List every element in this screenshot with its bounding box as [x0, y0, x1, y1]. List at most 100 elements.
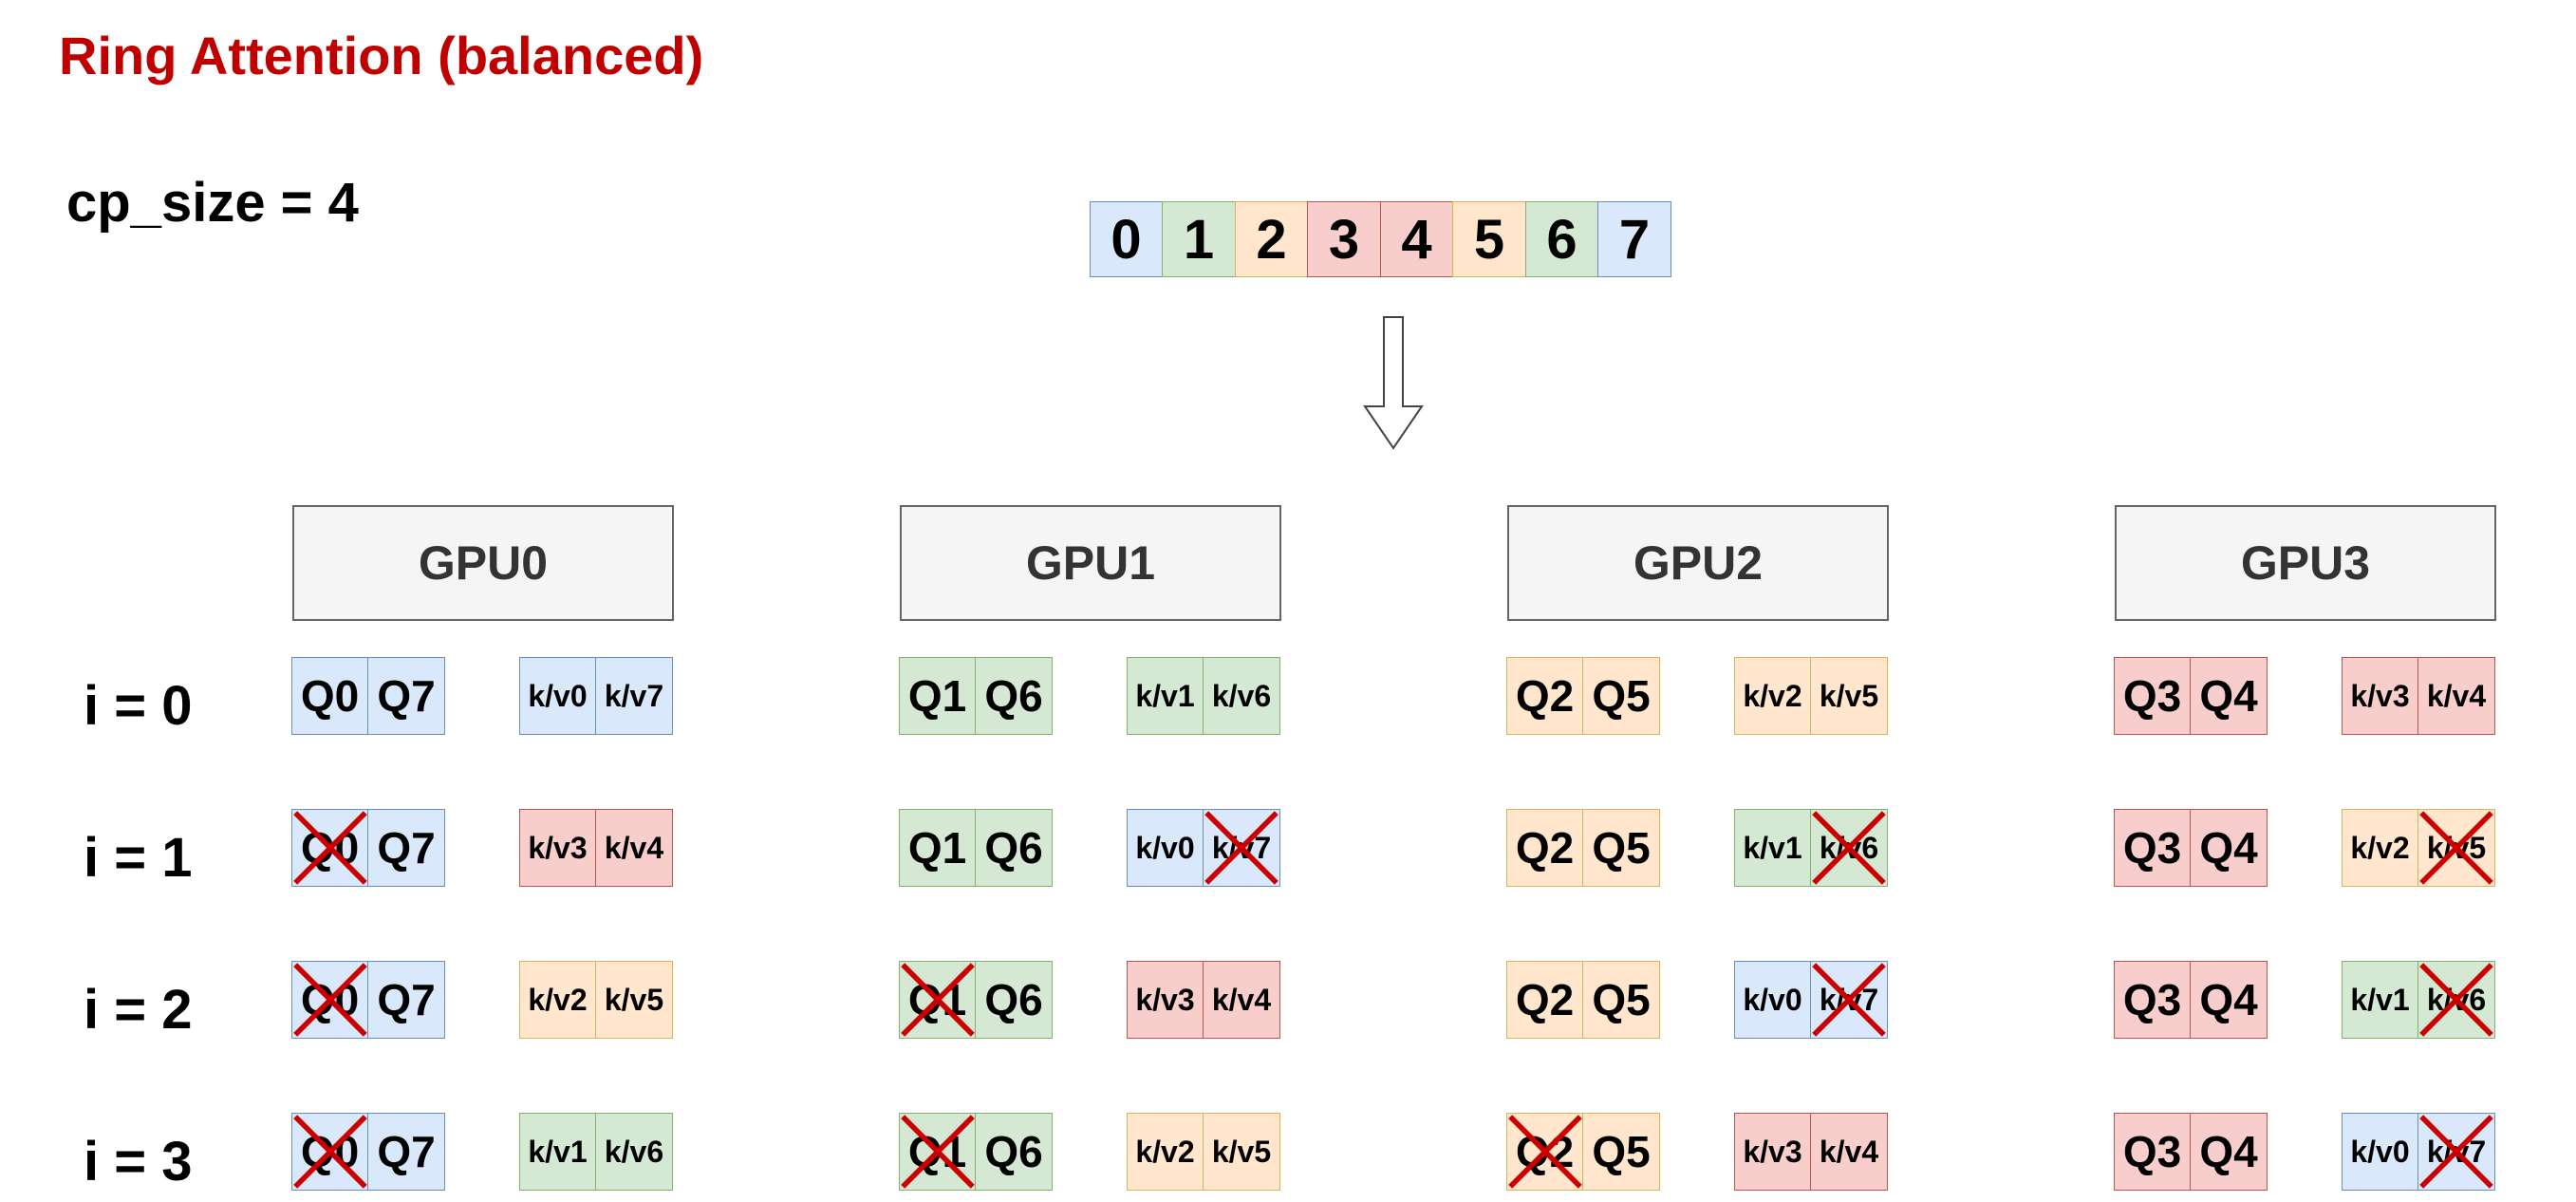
kv-block: k/v3	[518, 809, 597, 887]
block-label: k/v0	[1743, 982, 1802, 1017]
query-block: Q6	[975, 809, 1053, 887]
block-label: k/v2	[1135, 1134, 1195, 1169]
kv-block: k/v1	[518, 1113, 597, 1191]
kv-block-masked: k/v7	[2417, 1113, 2495, 1191]
block-label: k/v6	[2426, 982, 2487, 1017]
kv-block: k/v1	[2341, 961, 2419, 1039]
query-block-masked: Q1	[898, 961, 977, 1039]
kv-pair-gpu3-step0: k/v3 k/v4	[2341, 657, 2495, 735]
diagram-title: Ring Attention (balanced)	[59, 26, 704, 85]
block-label: k/v0	[1135, 830, 1195, 865]
block-label: k/v0	[2350, 1134, 2410, 1169]
block-label: Q3	[2122, 671, 2182, 721]
block-label: k/v4	[1819, 1134, 1879, 1169]
row-label-1: i = 1	[84, 827, 193, 889]
block-label: Q7	[377, 671, 436, 721]
gpu-header-2: GPU2	[1507, 505, 1889, 621]
block-label: k/v4	[604, 830, 664, 865]
block-label: Q6	[984, 671, 1043, 721]
kv-block: k/v7	[595, 657, 673, 735]
block-label: k/v3	[1743, 1134, 1802, 1169]
block-label: k/v4	[1211, 982, 1272, 1017]
block-label: Q1	[907, 975, 967, 1024]
query-block: Q6	[975, 657, 1053, 735]
gpu-header-1: GPU1	[900, 505, 1281, 621]
block-label: k/v1	[1743, 830, 1802, 865]
kv-block: k/v5	[1203, 1113, 1280, 1191]
down-arrow-icon	[1363, 316, 1424, 450]
kv-block: k/v2	[1733, 657, 1812, 735]
block-label: Q4	[2199, 975, 2258, 1024]
q-pair-gpu0-step0: Q0 Q7	[290, 657, 445, 735]
block-label: k/v2	[1743, 678, 1802, 713]
block-label: Q5	[1592, 975, 1651, 1024]
kv-block: k/v0	[2341, 1113, 2419, 1191]
gpu-header-0: GPU0	[292, 505, 674, 621]
block-label: Q0	[300, 671, 360, 721]
query-block-masked: Q0	[290, 1113, 369, 1191]
block-label: k/v4	[2426, 678, 2487, 713]
query-block: Q1	[898, 809, 977, 887]
seq-cell-0: 0	[1089, 201, 1164, 277]
block-label: Q2	[1515, 671, 1575, 721]
kv-pair-gpu3-step1: k/v2 k/v5	[2341, 809, 2495, 887]
query-block: Q3	[2113, 961, 2192, 1039]
kv-block: k/v2	[2341, 809, 2419, 887]
block-label: Q1	[907, 1127, 967, 1176]
block-label: Q6	[984, 1127, 1043, 1176]
kv-block: k/v2	[518, 961, 597, 1039]
query-block: Q3	[2113, 1113, 2192, 1191]
query-block-masked: Q1	[898, 1113, 977, 1191]
block-label: Q1	[907, 823, 967, 873]
kv-block: k/v5	[595, 961, 673, 1039]
block-label: Q2	[1515, 1127, 1575, 1176]
cp-size-label: cp_size = 4	[66, 172, 359, 234]
query-block: Q4	[2190, 809, 2268, 887]
q-pair-gpu1-step3: Q1 Q6	[898, 1113, 1053, 1191]
query-block: Q1	[898, 657, 977, 735]
seq-cell-3: 3	[1307, 201, 1381, 277]
row-label-0: i = 0	[84, 675, 193, 737]
block-label: k/v3	[1135, 982, 1195, 1017]
kv-block: k/v0	[518, 657, 597, 735]
block-label: k/v5	[1211, 1134, 1272, 1169]
q-pair-gpu3-step1: Q3 Q4	[2113, 809, 2268, 887]
kv-block: k/v2	[1126, 1113, 1204, 1191]
seq-cell-2: 2	[1234, 201, 1309, 277]
block-label: Q3	[2122, 823, 2182, 873]
query-block: Q4	[2190, 961, 2268, 1039]
block-label: Q4	[2199, 823, 2258, 873]
block-label: k/v6	[1819, 830, 1879, 865]
block-label: k/v2	[2350, 830, 2410, 865]
q-pair-gpu2-step0: Q2 Q5	[1505, 657, 1660, 735]
query-block: Q2	[1505, 961, 1584, 1039]
kv-block: k/v4	[1810, 1113, 1888, 1191]
row-label-3: i = 3	[84, 1131, 193, 1193]
query-block: Q3	[2113, 809, 2192, 887]
block-label: k/v5	[2426, 830, 2487, 865]
kv-block: k/v4	[595, 809, 673, 887]
block-label: Q5	[1592, 671, 1651, 721]
query-block: Q7	[367, 809, 445, 887]
kv-block: k/v6	[595, 1113, 673, 1191]
kv-pair-gpu1-step3: k/v2 k/v5	[1126, 1113, 1280, 1191]
block-label: k/v6	[604, 1134, 664, 1169]
block-label: Q5	[1592, 1127, 1651, 1176]
block-label: k/v2	[528, 982, 588, 1017]
block-label: k/v3	[2350, 678, 2410, 713]
kv-block: k/v0	[1126, 809, 1204, 887]
kv-pair-gpu2-step1: k/v1 k/v6	[1733, 809, 1888, 887]
kv-block-masked: k/v6	[1810, 809, 1888, 887]
query-block-masked: Q0	[290, 809, 369, 887]
block-label: Q5	[1592, 823, 1651, 873]
